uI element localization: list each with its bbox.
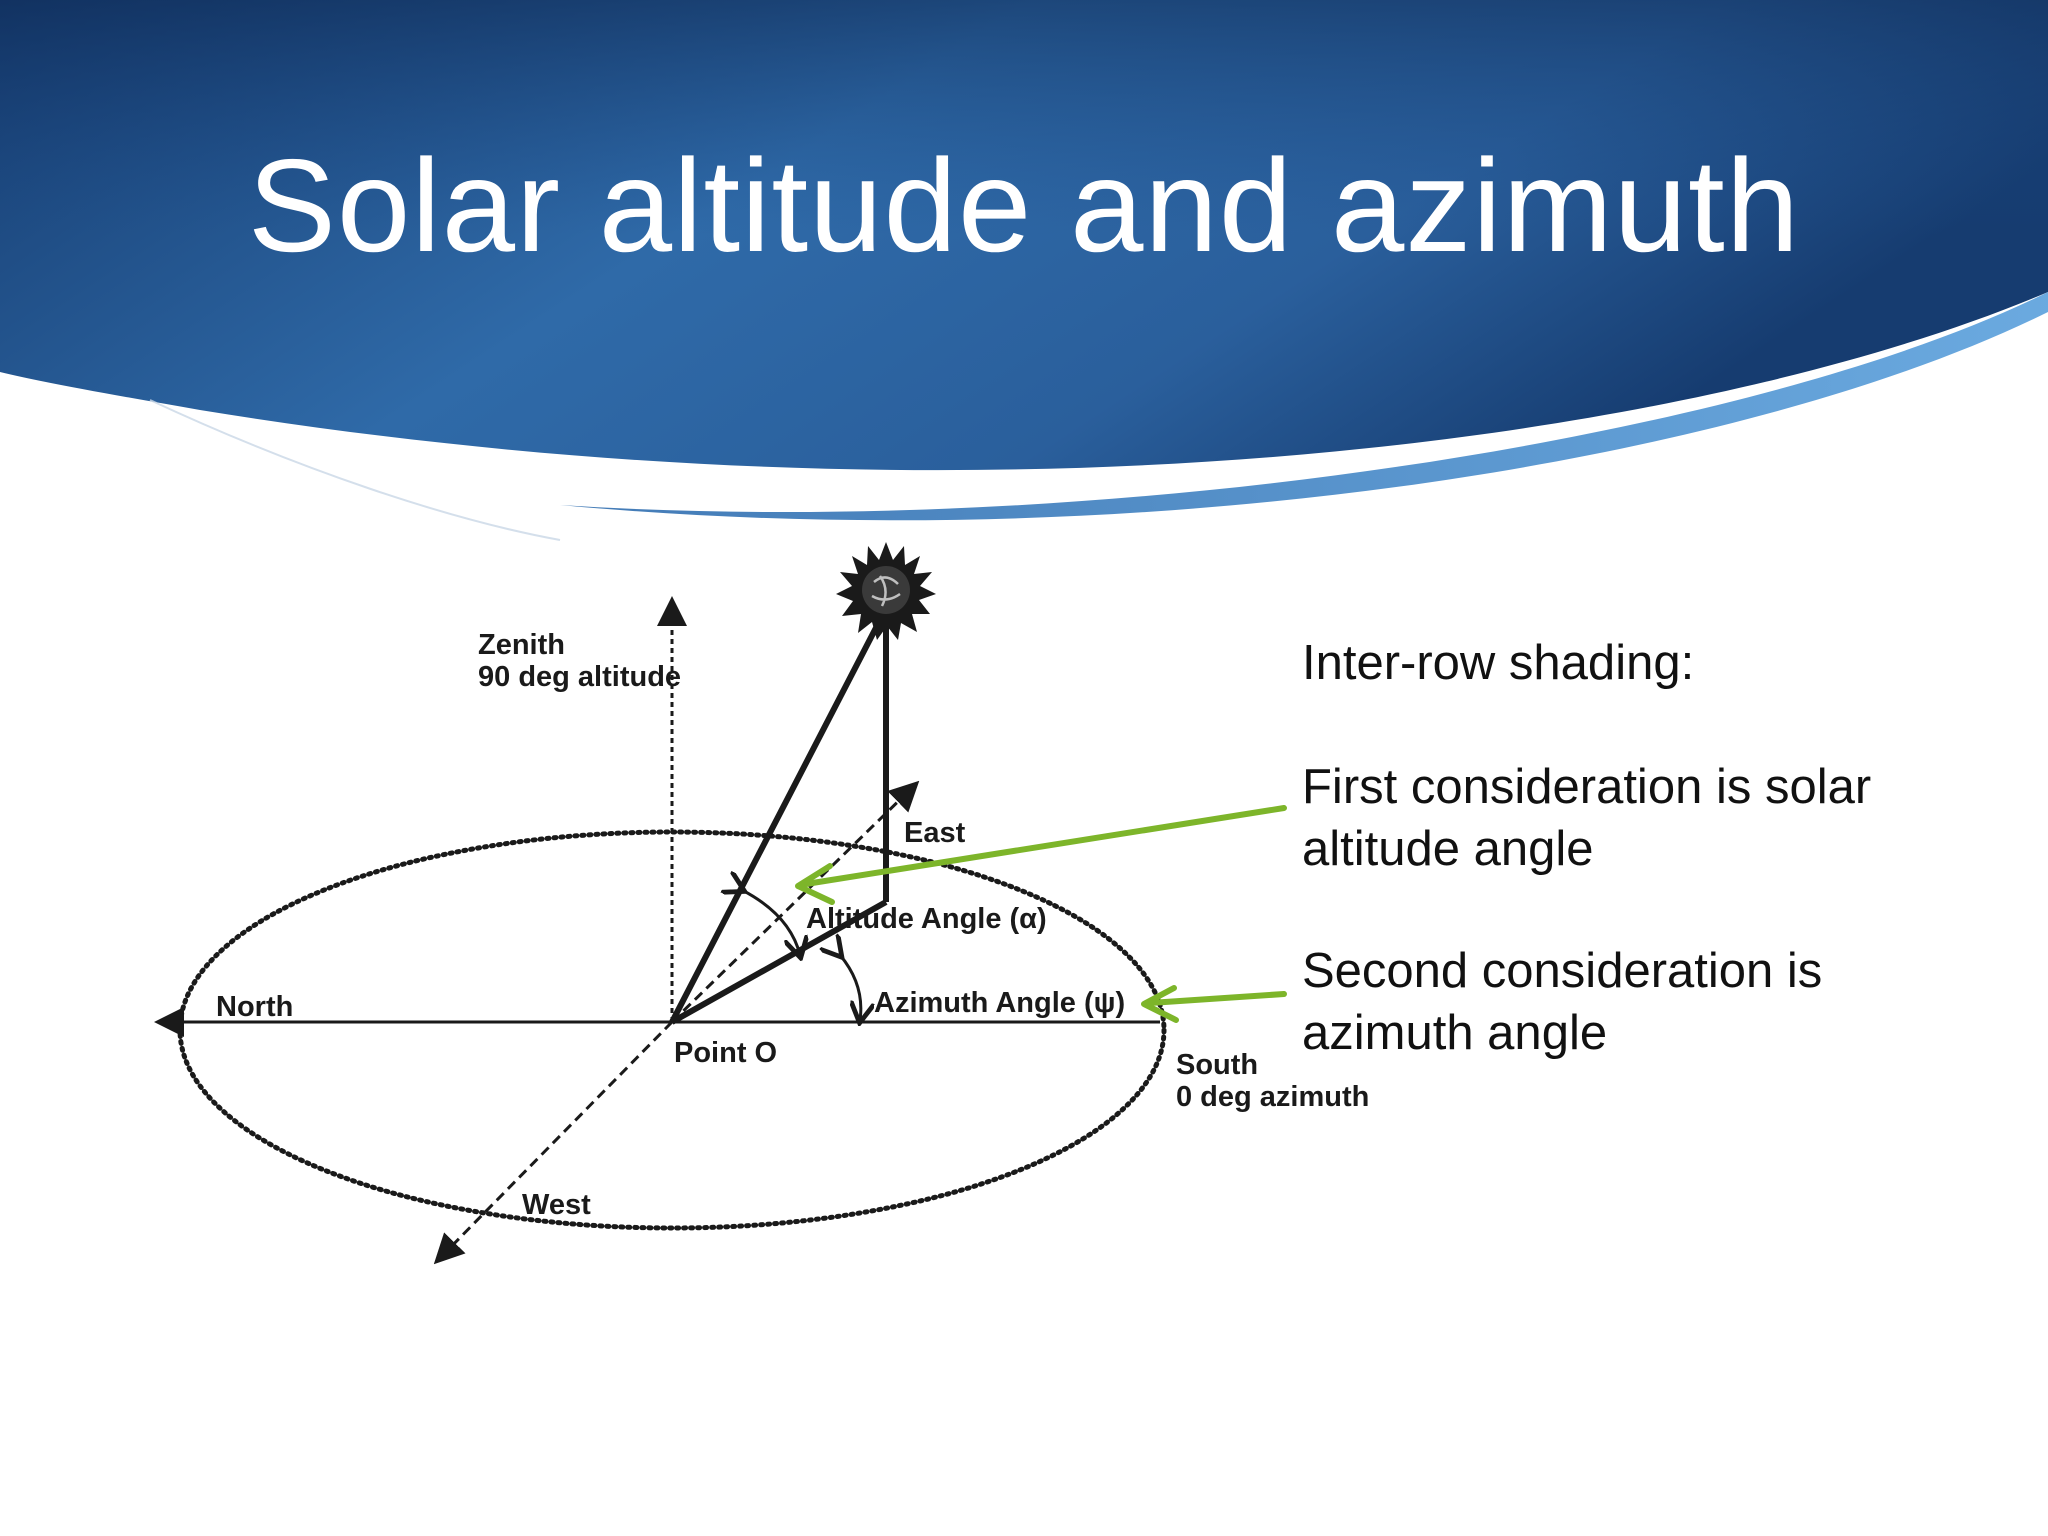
zenith-altitude-label: 90 deg altitude	[478, 661, 681, 693]
notes-heading: Inter-row shading:	[1302, 636, 1695, 690]
second-consideration-line2: azimuth angle	[1302, 1006, 1608, 1060]
zenith-label: Zenith	[478, 629, 565, 661]
sun-icon	[836, 542, 936, 640]
west-label: West	[522, 1189, 591, 1221]
second-consideration-line1: Second consideration is	[1302, 944, 1823, 998]
azimuth-arc	[840, 955, 861, 1020]
azimuth-pointer-arrow	[1141, 985, 1287, 1023]
north-label: North	[216, 991, 293, 1023]
west-axis	[433, 1020, 674, 1265]
south-azimuth-label: 0 deg azimuth	[1176, 1081, 1369, 1113]
first-consideration-line1: First consideration is solar	[1302, 760, 1872, 814]
altitude-pointer-arrow	[795, 805, 1287, 905]
azimuth-angle-label: Azimuth Angle (ψ)	[874, 987, 1125, 1019]
point-o-label: Point O	[674, 1037, 777, 1069]
south-label: South	[1176, 1049, 1258, 1081]
first-consideration-line2: altitude angle	[1302, 822, 1594, 876]
slide-title: Solar altitude and azimuth	[247, 132, 1801, 279]
altitude-angle-label: Altitude Angle (α)	[806, 903, 1047, 935]
sun-ray-line	[669, 618, 883, 1024]
altitude-arc	[742, 890, 800, 955]
east-label: East	[904, 817, 966, 849]
